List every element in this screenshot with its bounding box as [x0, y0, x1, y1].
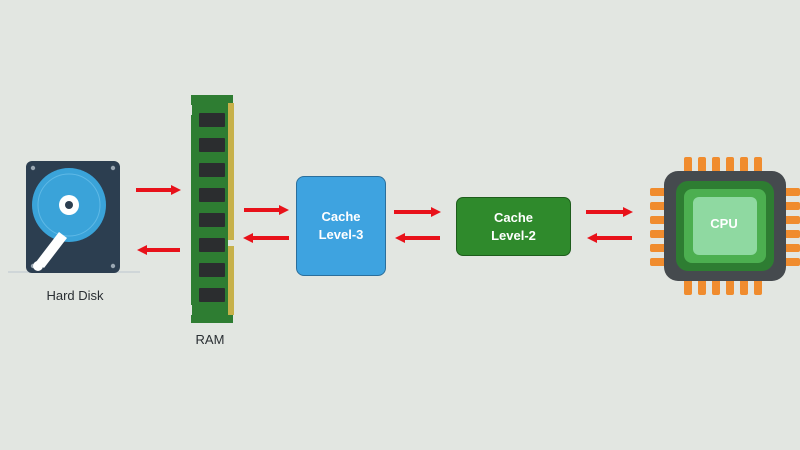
cpu-pin-bottom — [754, 279, 762, 295]
cache-l3-line1: Cache — [321, 209, 361, 224]
cpu-pin-top — [684, 157, 692, 173]
cpu-pin-top — [698, 157, 706, 173]
cache-level-3-box: Cache Level-3 — [296, 176, 386, 276]
cpu-pin-right — [784, 230, 800, 238]
ram-label: RAM — [195, 332, 225, 347]
cpu-pin-top — [712, 157, 720, 173]
hard-disk-label: Hard Disk — [46, 288, 104, 303]
cpu-pin-top — [740, 157, 748, 173]
cpu-pin-right — [784, 244, 800, 252]
cpu-pin-left — [650, 216, 666, 224]
cpu-pin-bottom — [712, 279, 720, 295]
cpu-pin-bottom — [684, 279, 692, 295]
cpu-pin-bottom — [698, 279, 706, 295]
cache-level-2-box: Cache Level-2 — [456, 197, 571, 256]
ram-module-icon — [186, 95, 234, 323]
cpu-pin-bottom — [726, 279, 734, 295]
cache-l2-line2: Level-2 — [491, 227, 536, 243]
cpu-pin-right — [784, 188, 800, 196]
cpu-chip-icon — [650, 157, 800, 295]
cpu-pin-top — [754, 157, 762, 173]
arrows — [136, 185, 633, 255]
cpu-pin-right — [784, 202, 800, 210]
cache-l3-line2: Level-3 — [318, 227, 364, 242]
cache-l2-line1: Cache — [493, 209, 534, 225]
cpu-pin-left — [650, 244, 666, 252]
cpu-pin-right — [784, 216, 800, 224]
cpu-pin-left — [650, 258, 666, 266]
cpu-label: CPU — [710, 216, 738, 231]
hard-disk-icon — [8, 161, 140, 273]
cpu-pin-left — [650, 202, 666, 210]
cpu-pin-top — [726, 157, 734, 173]
cpu-pin-bottom — [740, 279, 748, 295]
cpu-pin-left — [650, 230, 666, 238]
cpu-pin-right — [784, 258, 800, 266]
cpu-pin-left — [650, 188, 666, 196]
